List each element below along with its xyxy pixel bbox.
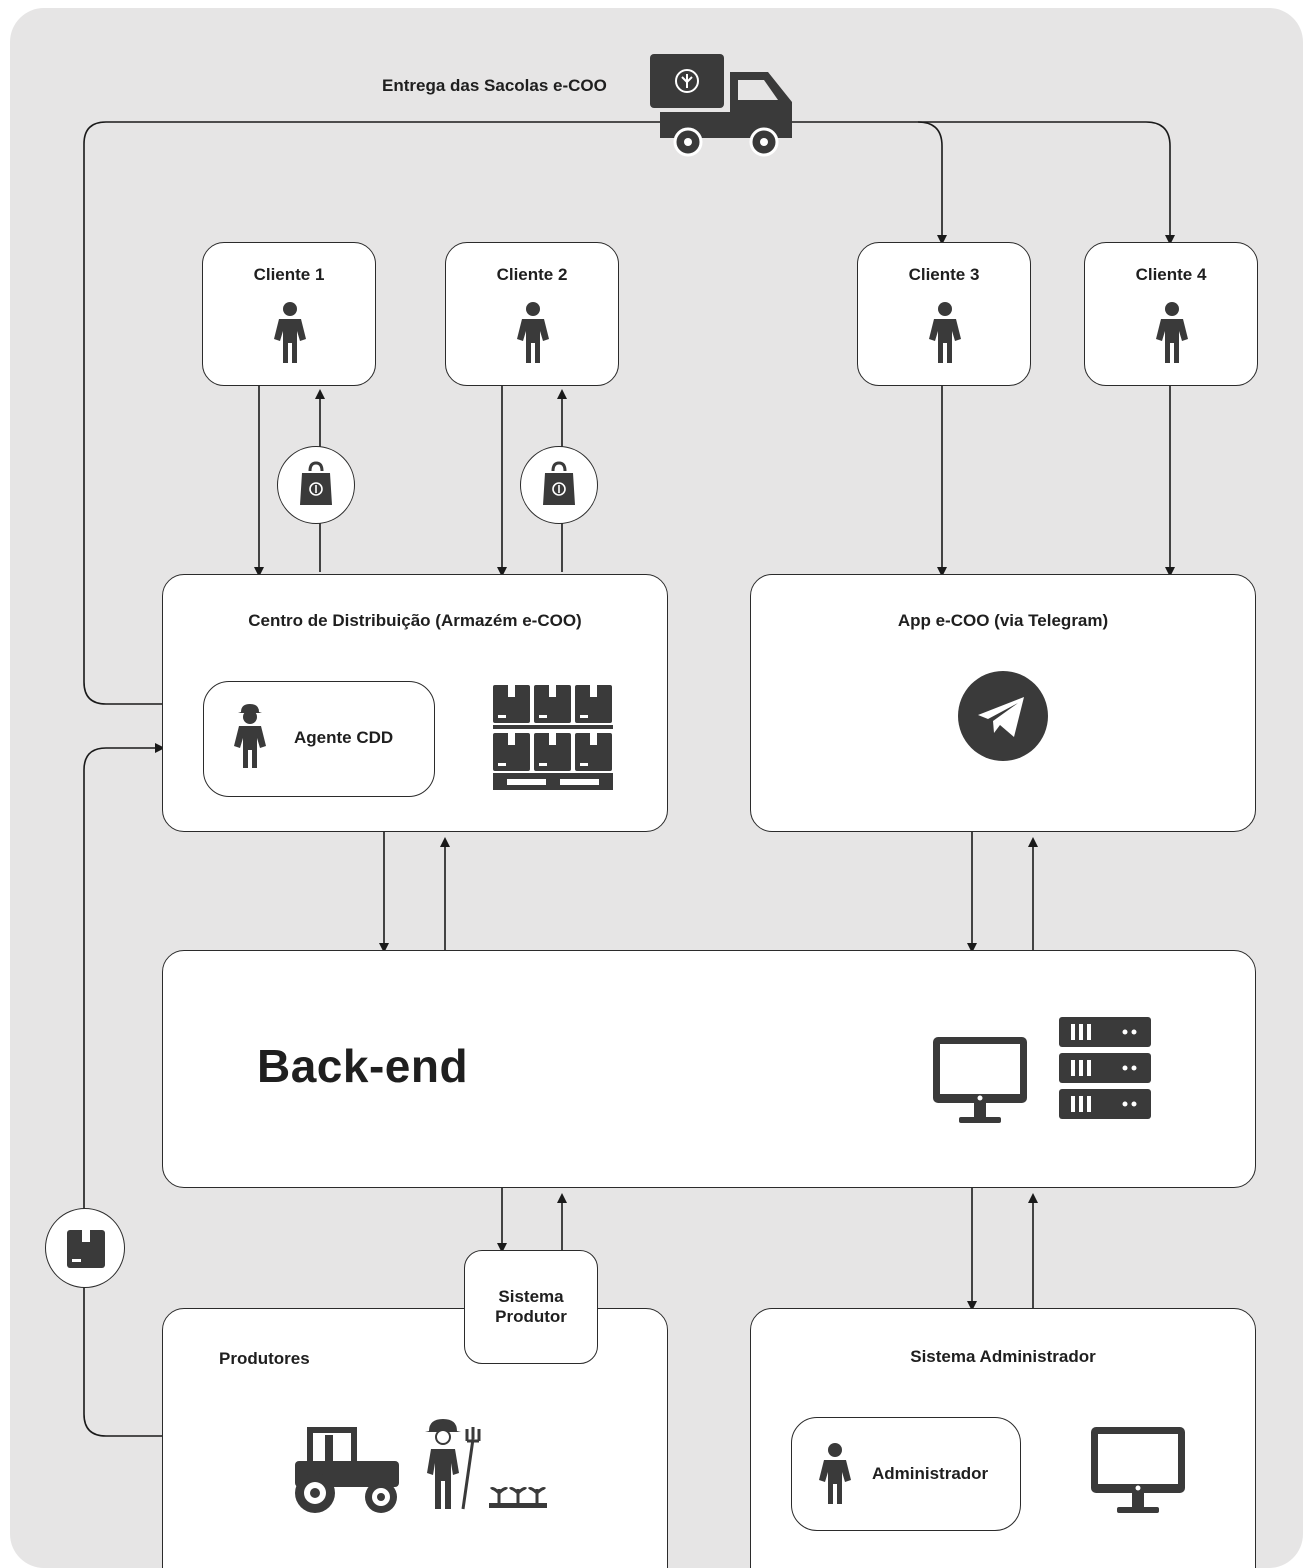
person-icon bbox=[517, 302, 549, 363]
monitor-icon bbox=[1091, 1427, 1185, 1513]
client-3-box: Cliente 3 bbox=[857, 242, 1031, 386]
pallet-boxes-icon bbox=[493, 685, 613, 790]
bag-badge-1 bbox=[277, 446, 355, 524]
server-rack-icon bbox=[1059, 1017, 1151, 1119]
person-icon bbox=[274, 302, 306, 363]
backend-box: Back-end bbox=[162, 950, 1256, 1188]
client-label: Cliente 1 bbox=[253, 265, 325, 284]
distribution-center-box: Centro de Distribuição (Armazém e-COO) A… bbox=[162, 574, 668, 832]
agent-cdd-label: Agente CDD bbox=[294, 728, 394, 747]
admin-system-box: Sistema Administrador Administrador bbox=[750, 1308, 1256, 1568]
producers-title: Produtores bbox=[219, 1349, 310, 1368]
monitor-icon bbox=[933, 1037, 1027, 1123]
distribution-center-title: Centro de Distribuição (Armazém e-COO) bbox=[248, 611, 582, 630]
bag-icon bbox=[543, 461, 575, 505]
client-label: Cliente 4 bbox=[1135, 265, 1207, 284]
person-icon bbox=[929, 302, 961, 363]
sprouts-icon bbox=[489, 1487, 547, 1508]
app-title: App e-COO (via Telegram) bbox=[897, 611, 1109, 630]
producer-system-box[interactable]: Sistema Produtor bbox=[464, 1250, 598, 1364]
producer-system-label-line2: Produtor bbox=[495, 1307, 567, 1326]
tractor-icon bbox=[295, 1427, 399, 1513]
diagram-canvas: Entrega das Sacolas e-COO Cliente 1 Clie… bbox=[10, 8, 1303, 1568]
delivery-truck-icon bbox=[650, 54, 792, 157]
app-box: App e-COO (via Telegram) bbox=[750, 574, 1256, 832]
client-1-box: Cliente 1 bbox=[202, 242, 376, 386]
box-badge bbox=[45, 1208, 125, 1288]
delivery-label: Entrega das Sacolas e-COO bbox=[382, 76, 607, 95]
bag-icon bbox=[300, 461, 332, 505]
backend-title: Back-end bbox=[257, 1040, 469, 1092]
farmer-icon bbox=[425, 1419, 481, 1510]
bag-badge-2 bbox=[520, 446, 598, 524]
worker-icon bbox=[234, 704, 266, 768]
client-4-box: Cliente 4 bbox=[1084, 242, 1258, 386]
administrator-box: Administrador bbox=[791, 1417, 1021, 1531]
agent-cdd-box: Agente CDD bbox=[203, 681, 435, 797]
connector-lines bbox=[83, 121, 1175, 1437]
person-icon bbox=[819, 1443, 851, 1504]
client-label: Cliente 2 bbox=[496, 265, 568, 284]
administrator-label: Administrador bbox=[872, 1464, 989, 1483]
telegram-icon bbox=[958, 671, 1048, 761]
producer-system-label-line1: Sistema bbox=[498, 1287, 564, 1306]
client-2-box: Cliente 2 bbox=[445, 242, 619, 386]
person-icon bbox=[1156, 302, 1188, 363]
client-label: Cliente 3 bbox=[908, 265, 980, 284]
admin-system-title: Sistema Administrador bbox=[910, 1347, 1096, 1366]
box-icon bbox=[67, 1230, 105, 1268]
